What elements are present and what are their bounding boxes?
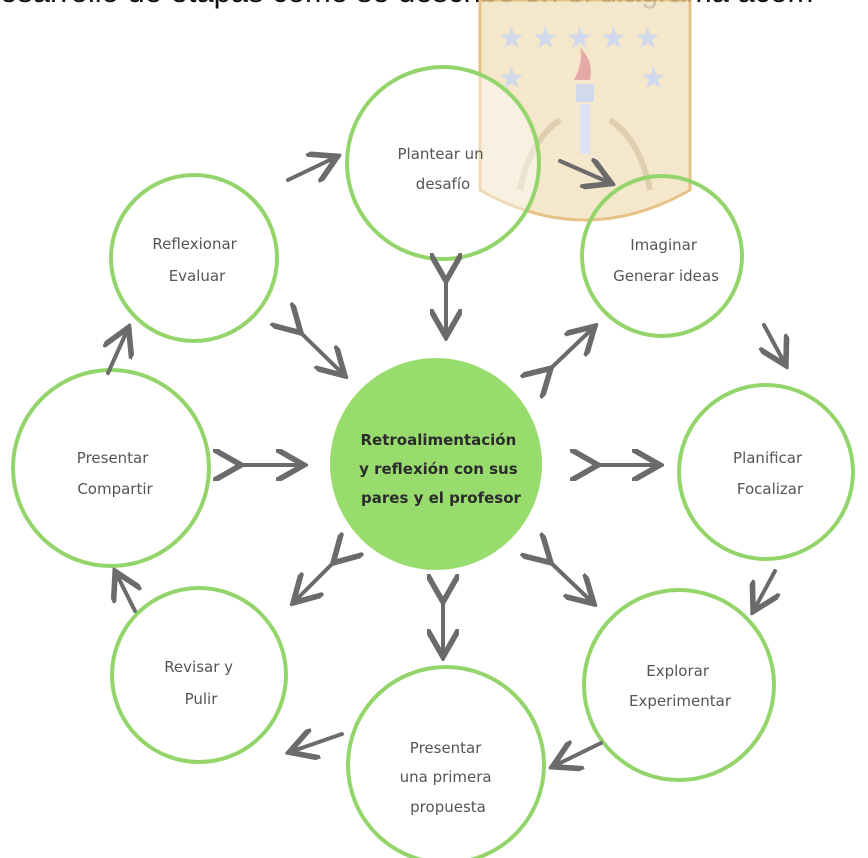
label-presentar-propuesta: Presentar una primera propuesta bbox=[400, 739, 497, 816]
node-circle-planificar bbox=[677, 383, 855, 561]
arrow-compartir-to-reflexionar bbox=[108, 331, 127, 375]
node-circle-explorar bbox=[582, 588, 776, 782]
arrow-explorar-to-propuesta bbox=[556, 743, 603, 765]
arrow-propuesta-to-revisar bbox=[293, 734, 344, 751]
label-reflexionar: Reflexionar Evaluar bbox=[152, 235, 241, 285]
label-presentar-compartir: Presentar Compartir bbox=[77, 449, 154, 498]
svg-text:★: ★ bbox=[532, 21, 559, 56]
label-center: Retroalimentación y reflexión con sus pa… bbox=[359, 431, 523, 507]
svg-text:★: ★ bbox=[600, 21, 627, 56]
star-row: ★ ★ ★ ★ ★ ★ ★ bbox=[498, 21, 667, 96]
node-circle-presentar-propuesta bbox=[346, 665, 546, 858]
double-arrow-center-revisar bbox=[296, 560, 336, 600]
node-circle-plantear bbox=[345, 65, 541, 261]
double-arrow-center-explorar bbox=[548, 560, 591, 601]
center-circle bbox=[330, 358, 542, 570]
label-planificar: Planificar Focalizar bbox=[733, 449, 807, 498]
node-circle-revisar bbox=[110, 586, 288, 764]
arrow-plantear-to-imaginar bbox=[558, 161, 608, 182]
label-plantear: Plantear un desafío bbox=[398, 145, 489, 193]
double-arrow-center-imaginar bbox=[548, 329, 592, 371]
double-arrow-center-reflexionar bbox=[298, 330, 342, 373]
svg-text:★: ★ bbox=[640, 61, 667, 96]
label-revisar: Revisar y Pulir bbox=[164, 658, 238, 708]
svg-text:★: ★ bbox=[498, 21, 525, 56]
arrow-planificar-to-explorar bbox=[755, 569, 775, 608]
caption-text: esarrollo de etapas como se describe en … bbox=[0, 0, 868, 26]
node-circle-imaginar bbox=[580, 174, 744, 338]
torch-icon bbox=[574, 48, 594, 154]
university-crest-watermark: ★ ★ ★ ★ ★ ★ ★ bbox=[478, 0, 692, 222]
node-circle-presentar-compartir bbox=[11, 368, 211, 568]
svg-text:★: ★ bbox=[566, 21, 593, 56]
svg-text:★: ★ bbox=[634, 21, 661, 56]
arrow-imaginar-to-planificar bbox=[764, 323, 784, 362]
node-circle-reflexionar bbox=[109, 173, 279, 343]
label-explorar: Explorar Experimentar bbox=[629, 662, 732, 710]
label-imaginar: Imaginar Generar ideas bbox=[613, 236, 719, 285]
arrow-reflexionar-to-plantear bbox=[286, 158, 334, 180]
arrow-revisar-to-compartir bbox=[117, 575, 135, 613]
